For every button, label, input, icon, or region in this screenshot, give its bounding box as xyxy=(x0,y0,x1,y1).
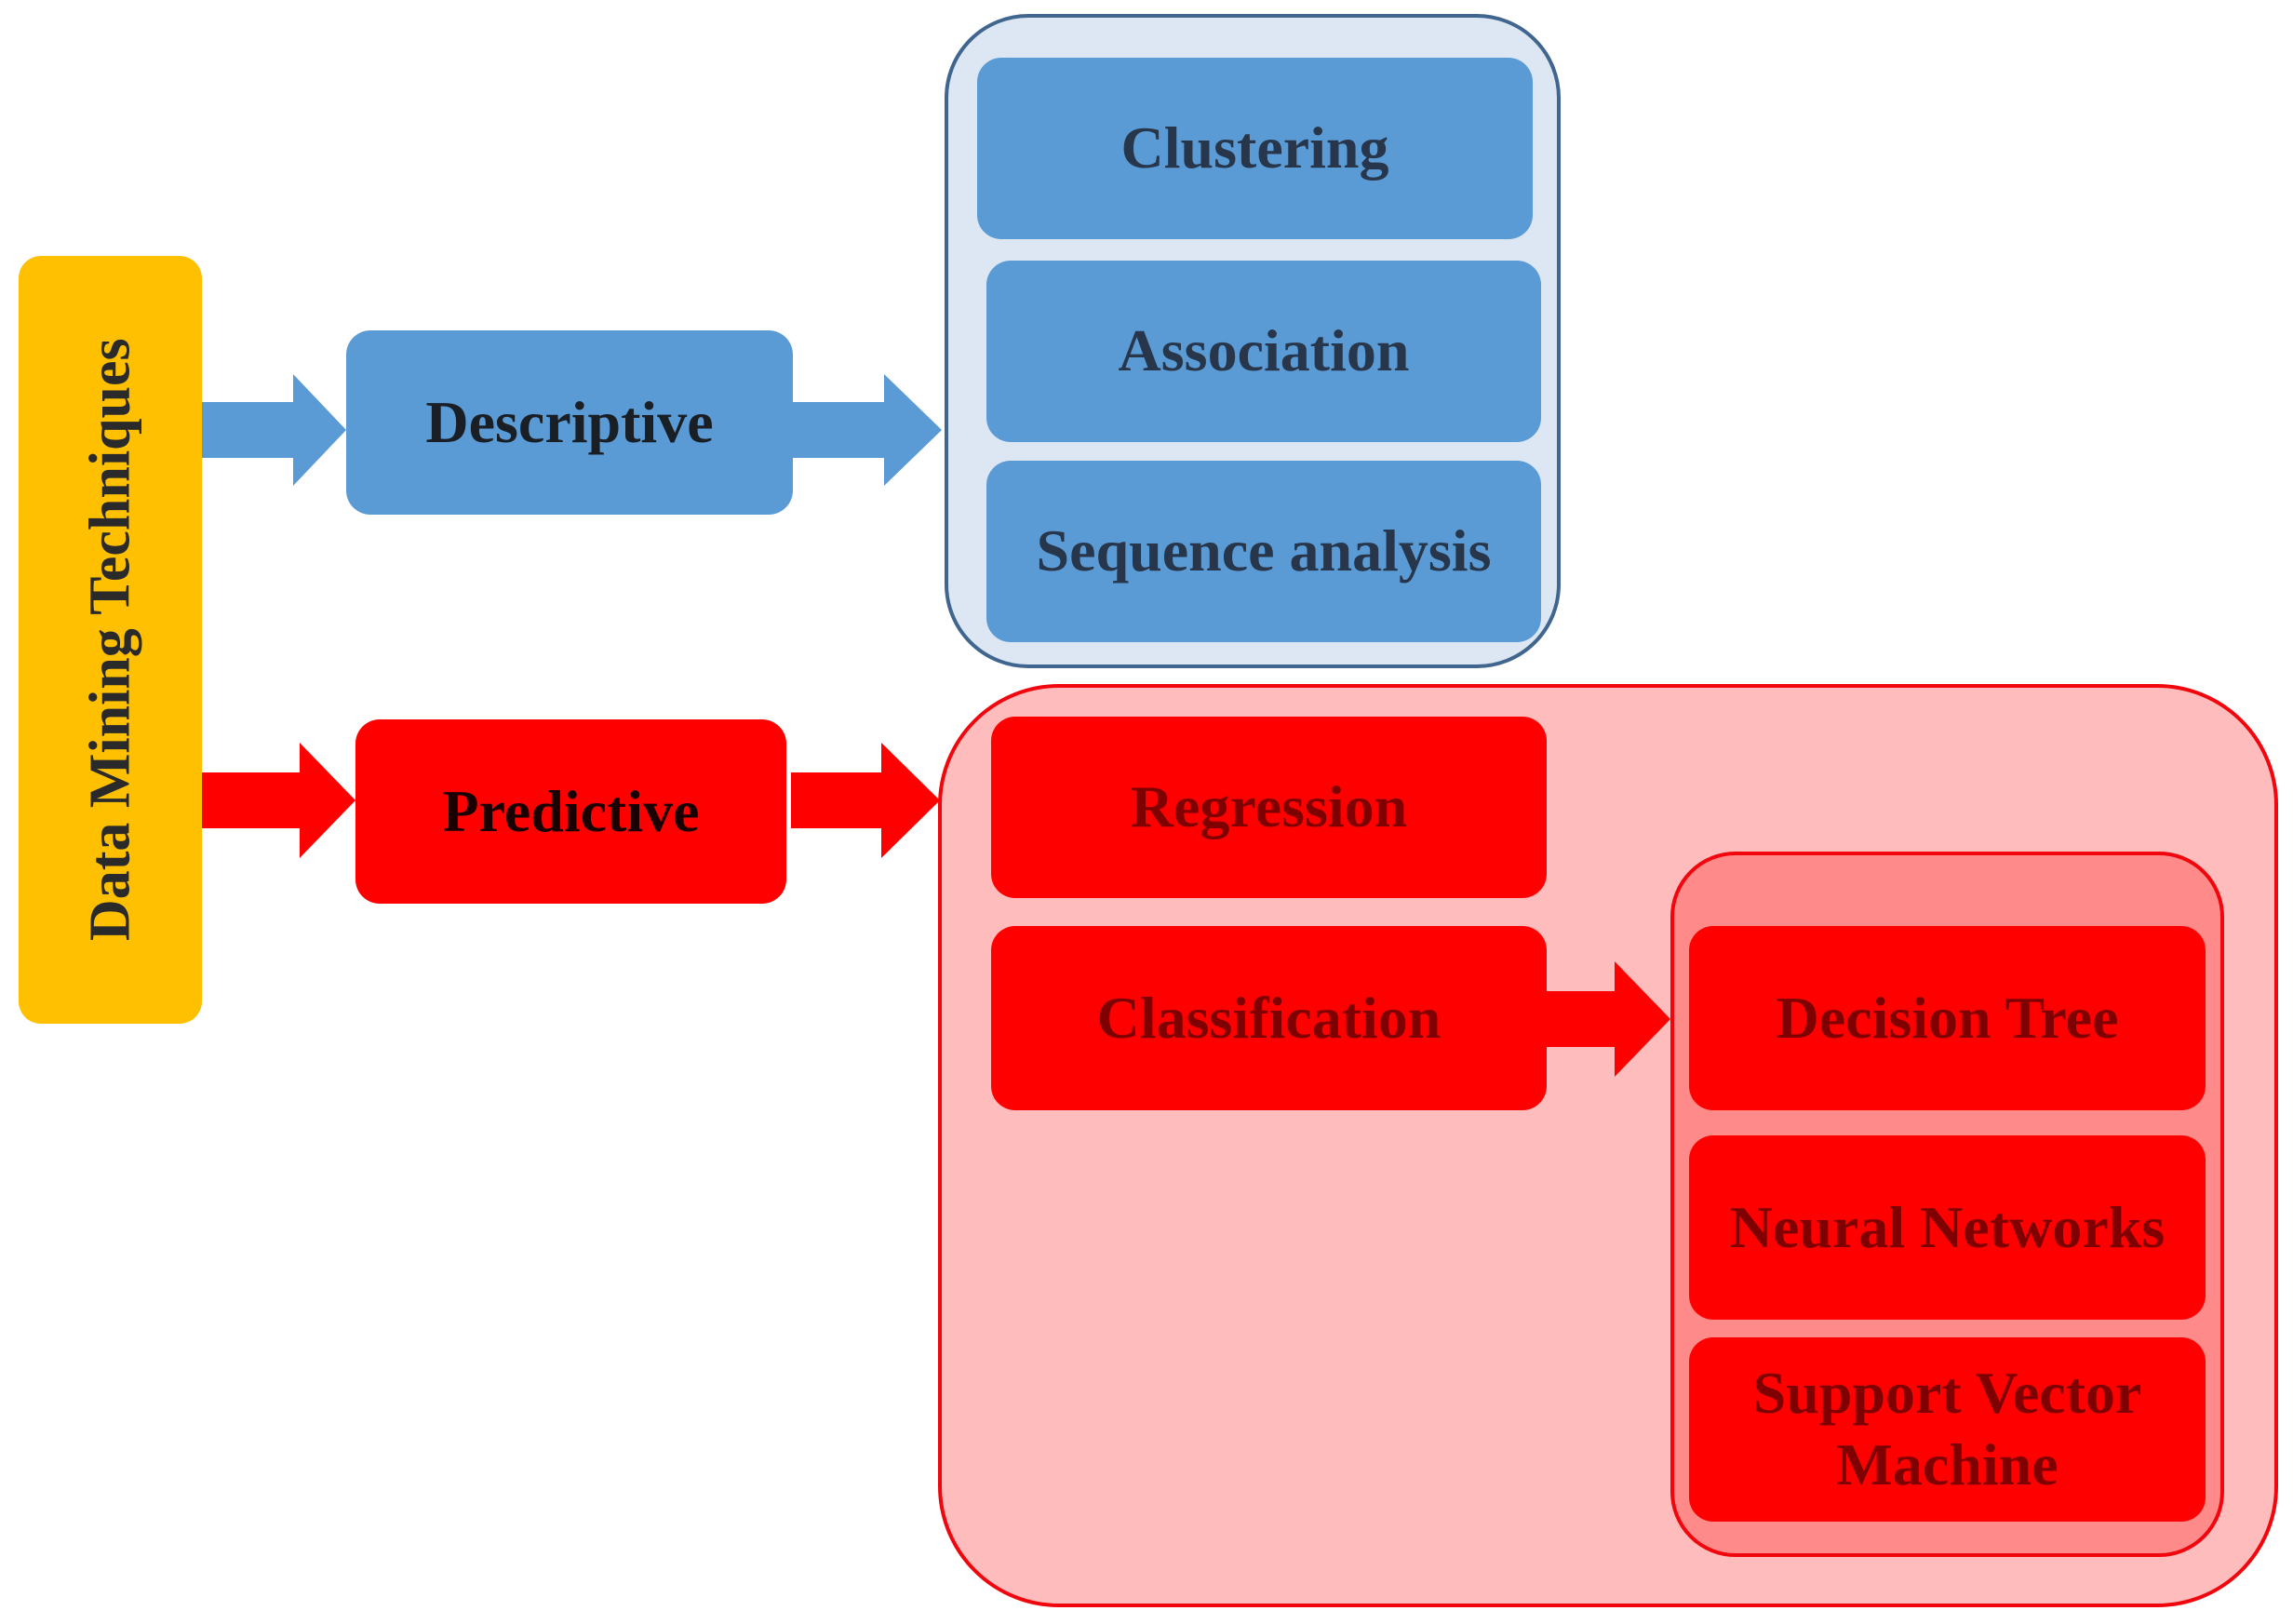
support-vector-machine-box: Support Vector Machine xyxy=(1689,1337,2206,1522)
classification-box: Classification xyxy=(991,926,1547,1110)
decision-tree-box: Decision Tree xyxy=(1689,926,2206,1110)
arrow-classification-to-methods xyxy=(1547,961,1670,1077)
arrow-root-to-predictive xyxy=(202,743,355,858)
predictive-box: Predictive xyxy=(355,719,786,904)
association-box: Association xyxy=(986,261,1541,442)
neural-networks-box: Neural Networks xyxy=(1689,1135,2206,1320)
regression-box: Regression xyxy=(991,717,1547,898)
arrow-descriptive-to-methods xyxy=(793,374,942,486)
arrow-predictive-to-methods xyxy=(791,743,940,858)
descriptive-box: Descriptive xyxy=(346,330,793,515)
sequence-analysis-box: Sequence analysis xyxy=(986,461,1541,642)
data-mining-techniques-label: Data Mining Techniques xyxy=(78,338,142,942)
clustering-box: Clustering xyxy=(977,58,1533,239)
data-mining-techniques-box: Data Mining Techniques xyxy=(19,256,202,1024)
arrow-root-to-descriptive xyxy=(202,374,346,486)
